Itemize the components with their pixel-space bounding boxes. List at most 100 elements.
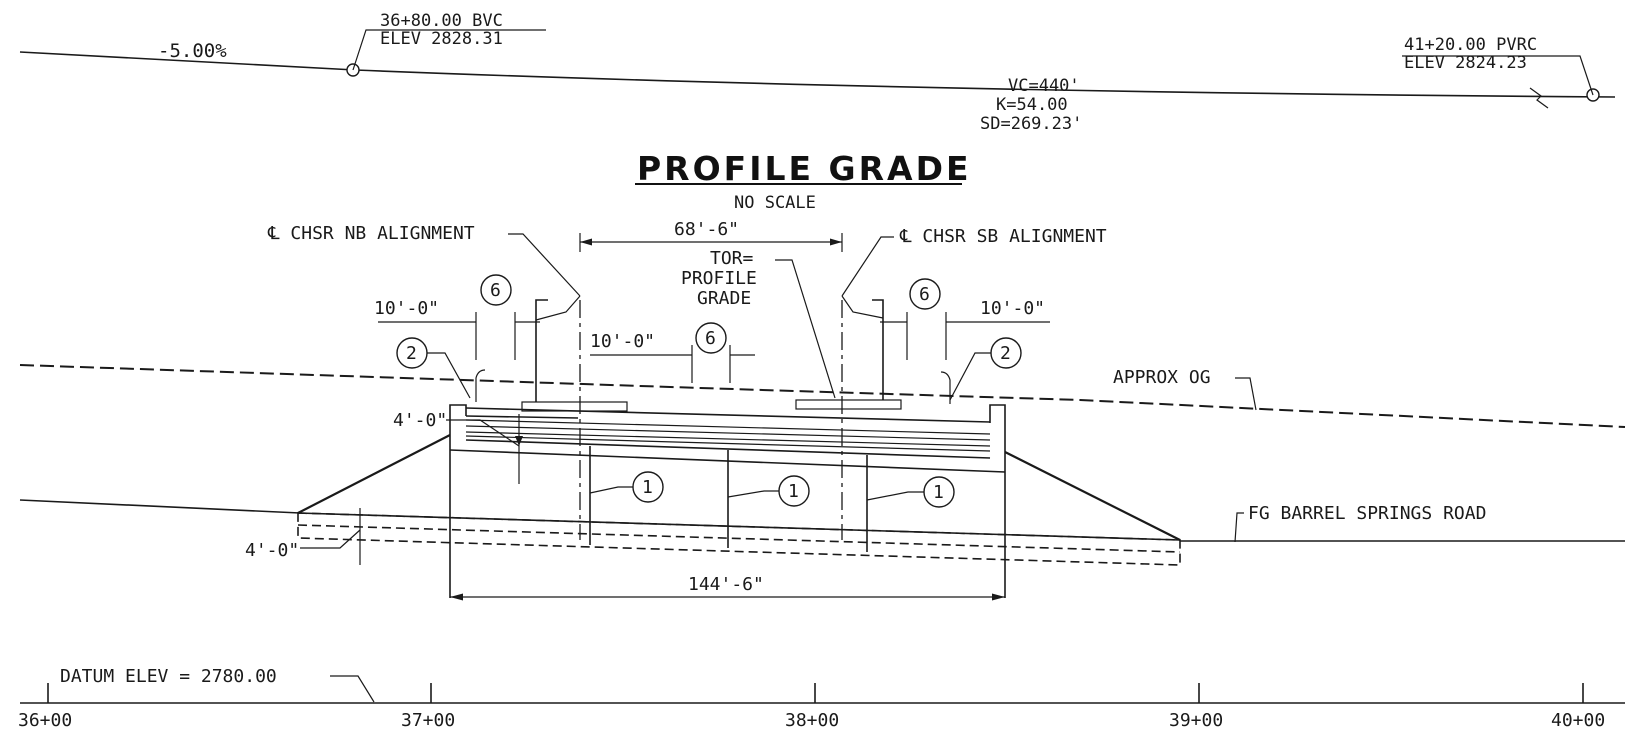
span-length-dim: 144'-6" xyxy=(450,574,1005,601)
nb-ocs-pole xyxy=(535,299,548,402)
callout-6-left xyxy=(480,274,512,306)
callout-1-b-leader xyxy=(727,490,779,498)
pvrc-leader xyxy=(1402,55,1594,96)
dim-arrow xyxy=(830,238,842,246)
callout-1-c-leader xyxy=(866,491,924,501)
deck-depth-dimension: 4'-0" xyxy=(393,410,447,431)
callout-1-a-leader xyxy=(589,486,633,494)
sb-ocs-arm xyxy=(841,295,884,319)
station-axis: DATUM ELEV = 2780.00 36+00 37+00 38+00 39+0… xyxy=(18,666,1625,731)
approx-og-label: APPROX OG xyxy=(1113,367,1211,388)
right-offset-dim: 10'-0" xyxy=(880,298,1050,360)
deck-depth-leader xyxy=(446,419,520,447)
left-abutment xyxy=(449,404,467,598)
nb-track-slab xyxy=(521,401,628,412)
callout-1-a-label: 1 xyxy=(642,477,653,498)
page-subtitle: NO SCALE xyxy=(734,193,816,213)
fg-road-leader xyxy=(1234,512,1244,543)
callout-2-right-leader xyxy=(949,352,991,401)
span-length-dimension: 144'-6" xyxy=(688,574,764,595)
tor-grade-label: GRADE xyxy=(697,288,751,309)
approx-og-line xyxy=(19,364,1626,428)
sb-ocs-pole xyxy=(872,299,884,400)
callout-6-right xyxy=(909,278,941,310)
footing-midline xyxy=(297,524,1181,553)
title-block: PROFILE GRADE NO SCALE xyxy=(635,149,972,213)
center-offset-dim: 10'-0" xyxy=(590,331,755,383)
callout-2-left-leader xyxy=(427,352,471,399)
dim-arrow xyxy=(450,593,463,601)
station-label: 37+00 xyxy=(401,710,455,731)
dim-arrow xyxy=(515,436,523,446)
dim-arrow xyxy=(992,593,1005,601)
break-symbol xyxy=(1529,87,1549,109)
deck-layer xyxy=(465,431,991,447)
callout-6-center-label: 6 xyxy=(705,328,716,349)
deck-depth-dim: 4'-0" xyxy=(393,410,523,484)
deck-layer xyxy=(465,419,991,435)
vertical-curve-profile: -5.00% 36+80.00 BVC ELEV 2828.31 41+20.0… xyxy=(19,11,1616,134)
deck-top-left xyxy=(465,415,579,419)
callout-2-left-label: 2 xyxy=(406,343,417,364)
callouts: 6 6 6 2 2 1 1 1 xyxy=(396,274,1022,508)
station-label: 40+00 xyxy=(1551,710,1605,731)
center-offset-dimension: 10'-0" xyxy=(590,331,655,352)
bridge-structure xyxy=(297,295,1181,598)
right-parapet xyxy=(940,371,951,404)
k-label: K=54.00 xyxy=(996,95,1068,115)
deck-layer xyxy=(465,425,991,441)
callout-6-center xyxy=(695,322,727,354)
bvc-station-label: 36+80.00 BVC xyxy=(380,11,503,31)
existing-road-left xyxy=(19,499,301,514)
sb-alignment-leader xyxy=(841,236,894,297)
sd-label: SD=269.23' xyxy=(980,114,1082,134)
footing-depth-dimension: 4'-0" xyxy=(245,540,299,561)
vc-label: VC=440' xyxy=(1008,76,1080,96)
dim-arrow xyxy=(580,238,592,246)
left-offset-dimension: 10'-0" xyxy=(374,298,439,319)
grade-left-label: -5.00% xyxy=(158,40,227,62)
track-spacing-dimension: 68'-6" xyxy=(674,219,739,240)
sb-alignment-label: ℄ CHSR SB ALIGNMENT xyxy=(899,226,1107,247)
station-label: 36+00 xyxy=(18,710,72,731)
datum-leader xyxy=(330,675,375,703)
callout-1-c-label: 1 xyxy=(933,482,944,503)
left-parapet xyxy=(475,369,486,402)
footing-depth-dim: 4'-0" xyxy=(245,508,361,565)
deck-layer xyxy=(465,439,991,459)
pvrc-elev-label: ELEV 2824.23 xyxy=(1404,53,1527,73)
alignment-annotations: ℄ CHSR NB ALIGNMENT ℄ CHSR SB ALIGNMENT … xyxy=(267,219,1107,399)
left-embankment-slope xyxy=(297,434,451,514)
nb-alignment-leader xyxy=(508,233,581,297)
right-offset-dimension: 10'-0" xyxy=(980,298,1045,319)
sb-track-slab xyxy=(795,399,902,410)
callout-2-right-label: 2 xyxy=(1000,343,1011,364)
station-label: 38+00 xyxy=(785,710,839,731)
tor-label: TOR= xyxy=(710,248,754,269)
pvrc-station-label: 41+20.00 PVRC xyxy=(1404,35,1537,55)
callout-1-b-label: 1 xyxy=(788,481,799,502)
callout-6-right-label: 6 xyxy=(919,284,930,305)
page-title: PROFILE GRADE xyxy=(637,149,972,188)
right-abutment xyxy=(989,404,1006,598)
station-ticks: 36+00 37+00 38+00 39+00 40+00 xyxy=(18,683,1605,731)
profile-grade-line xyxy=(19,51,1616,98)
right-embankment-slope xyxy=(1004,451,1181,541)
deck-layer xyxy=(465,435,991,452)
tor-profile-label: PROFILE xyxy=(681,268,757,289)
tor-leader xyxy=(775,259,836,399)
footing-top xyxy=(297,512,1181,541)
datum-label: DATUM ELEV = 2780.00 xyxy=(60,666,277,687)
footing-depth-leader xyxy=(300,529,361,549)
fg-road-label: FG BARREL SPRINGS ROAD xyxy=(1248,503,1486,524)
nb-ocs-arm xyxy=(535,295,581,321)
approx-og-leader xyxy=(1235,377,1257,411)
bvc-elev-label: ELEV 2828.31 xyxy=(380,29,503,49)
nb-alignment-label: ℄ CHSR NB ALIGNMENT xyxy=(267,223,475,244)
left-offset-dim: 10'-0" xyxy=(374,298,540,360)
station-label: 39+00 xyxy=(1169,710,1223,731)
bvc-leader xyxy=(352,29,546,71)
deck-top xyxy=(465,407,991,423)
callout-6-left-label: 6 xyxy=(490,280,501,301)
